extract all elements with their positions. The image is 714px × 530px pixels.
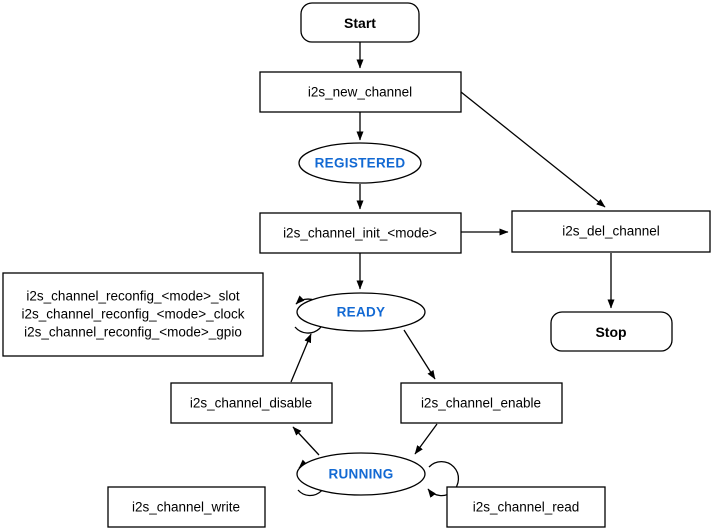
del-channel-label: i2s_del_channel [562,224,660,239]
node-read: i2s_channel_read [446,486,606,528]
reconfig-line-gpio: i2s_channel_reconfig_<mode>_gpio [24,325,242,340]
node-running-state: RUNNING [296,452,426,496]
running-ellipse [296,452,426,496]
node-ready-state: READY [296,292,426,332]
ready-label: READY [337,305,386,320]
edge-running-self-loop-right [427,460,460,498]
edge-enable-to-running [414,423,438,455]
node-del-channel: i2s_del_channel [511,210,711,253]
running-label: RUNNING [328,467,393,482]
reconfig-box [2,272,264,357]
disable-box [170,382,333,424]
node-init: i2s_channel_init_<mode> [259,212,462,254]
ready-ellipse [296,292,426,332]
reconfig-line-slot: i2s_channel_reconfig_<mode>_slot [26,289,239,304]
registered-ellipse [298,142,422,184]
new-channel-box [259,71,462,113]
node-reconfig: i2s_channel_reconfig_<mode>_slot i2s_cha… [2,272,264,357]
start-label: Start [344,15,376,31]
write-label: i2s_channel_write [132,500,240,515]
write-box [107,486,266,528]
node-stop: Stop [550,311,673,352]
node-registered-state: REGISTERED [298,142,422,184]
enable-box [400,382,563,424]
read-label: i2s_channel_read [473,500,580,515]
start-box [300,2,420,43]
stop-box [550,311,673,352]
edge-new-channel-to-del-channel [460,91,606,208]
stop-label: Stop [595,324,626,340]
node-start: Start [300,2,420,43]
enable-label: i2s_channel_enable [421,396,541,411]
disable-label: i2s_channel_disable [190,396,312,411]
node-enable: i2s_channel_enable [400,382,563,424]
edge-ready-to-enable [403,329,436,380]
read-box [446,486,606,528]
node-write: i2s_channel_write [107,486,266,528]
registered-label: REGISTERED [315,156,406,171]
node-disable: i2s_channel_disable [170,382,333,424]
node-new-channel: i2s_new_channel [259,71,462,113]
reconfig-line-clock: i2s_channel_reconfig_<mode>_clock [22,307,245,322]
init-label: i2s_channel_init_<mode> [283,226,437,241]
init-box [259,212,462,254]
new-channel-label: i2s_new_channel [308,85,412,100]
edge-running-to-disable [292,426,320,456]
edge-disable-to-ready [290,333,312,383]
del-channel-box [511,210,711,253]
